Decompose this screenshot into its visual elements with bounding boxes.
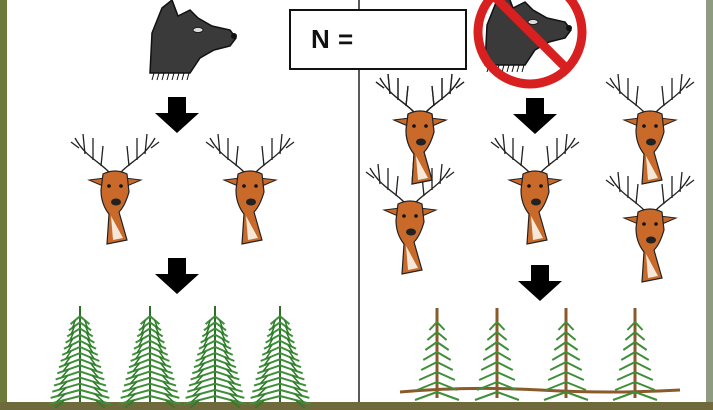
tree-icon xyxy=(248,306,312,409)
deer-icon xyxy=(490,133,580,245)
deer-icon xyxy=(605,73,695,185)
tree-icon xyxy=(48,306,112,409)
equation-box: N = xyxy=(289,9,467,70)
deer-icon xyxy=(605,171,695,283)
arrow-down-icon xyxy=(155,258,199,294)
tree-icon xyxy=(414,308,460,401)
arrow-down-icon xyxy=(513,98,557,134)
left-photo-edge xyxy=(0,0,7,410)
wolf-icon xyxy=(149,0,237,81)
right-panel xyxy=(365,0,695,401)
equation-label: N = xyxy=(311,24,354,54)
left-panel xyxy=(48,0,312,409)
tree-icon xyxy=(474,308,520,401)
tree-icon xyxy=(183,306,247,409)
tree-icon xyxy=(118,306,182,409)
ground-line xyxy=(399,386,681,394)
bottom-ground-strip xyxy=(0,402,713,410)
deer-icon xyxy=(70,133,160,245)
right-photo-edge xyxy=(706,0,713,410)
deer-icon xyxy=(375,73,465,185)
arrow-down-icon xyxy=(518,265,562,301)
prohibited-icon xyxy=(473,0,587,89)
deer-icon xyxy=(365,163,455,275)
tree-icon xyxy=(543,308,589,401)
tree-icon xyxy=(612,308,658,401)
deer-icon xyxy=(205,133,295,245)
arrow-down-icon xyxy=(155,97,199,133)
